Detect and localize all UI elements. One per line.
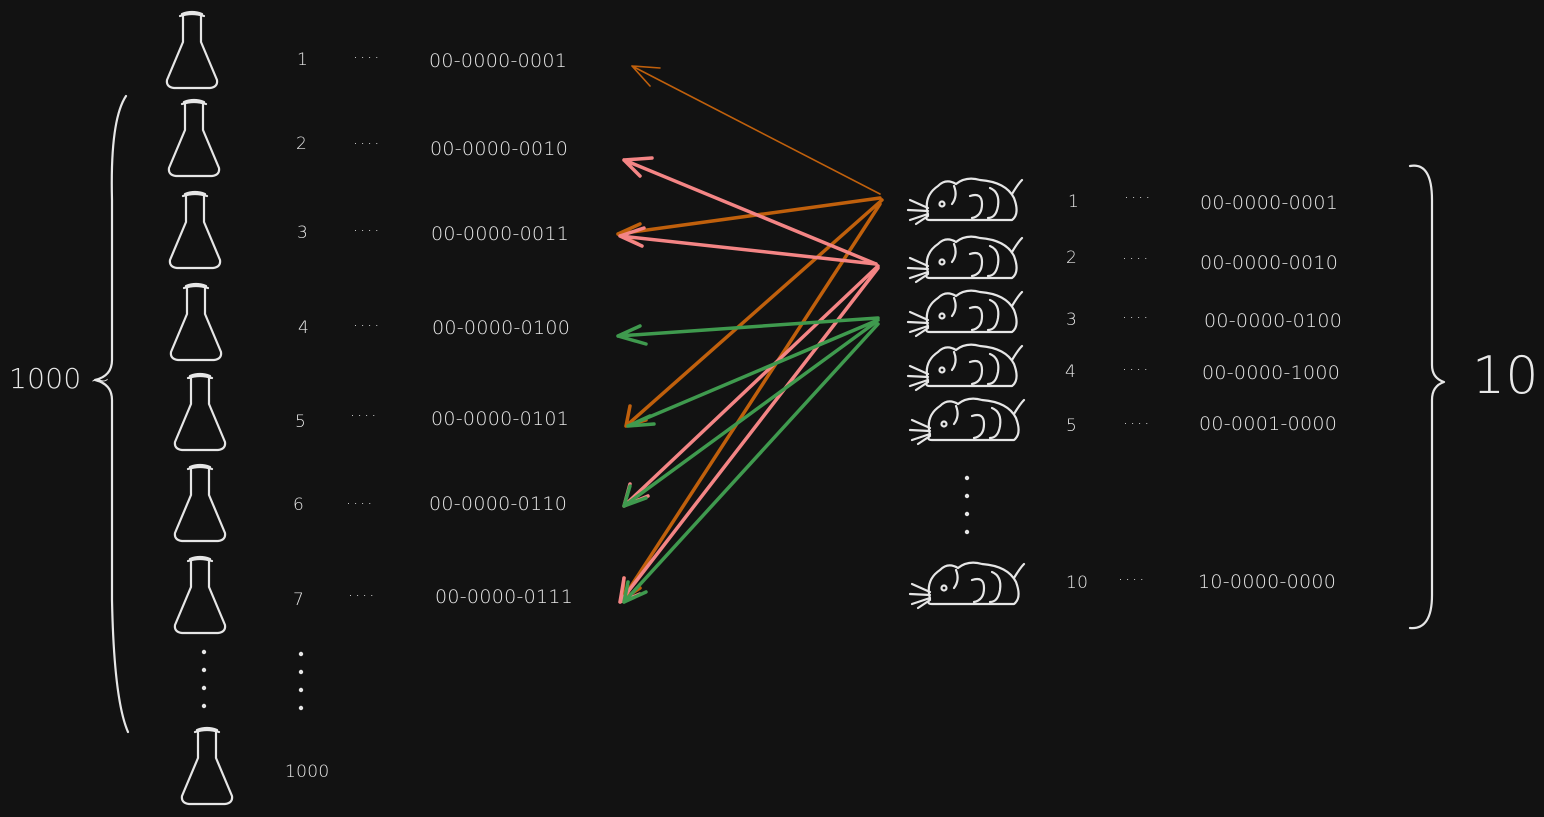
mouse-index: 5	[1066, 416, 1078, 436]
mouse-code: 00-0001-0000	[1199, 413, 1338, 435]
mouse-total-label: 10	[1472, 346, 1539, 406]
mouse-code: 00-0000-0100	[1204, 310, 1343, 332]
mouse-index: 3	[1066, 310, 1078, 330]
erlenmeyer-flask-icon	[173, 372, 227, 452]
erlenmeyer-flask-icon	[173, 463, 227, 543]
bottle-total-label: 1000	[9, 362, 82, 395]
bottle-index: 4	[298, 318, 310, 338]
erlenmeyer-flask-icon	[168, 190, 222, 270]
mouse-code: 00-0000-0010	[1200, 252, 1339, 274]
bottle-dots: ····	[353, 221, 382, 240]
mouse-icon	[906, 235, 1024, 284]
mouse-index: 1	[1068, 192, 1080, 212]
bottle-index: 6	[293, 495, 305, 515]
mouse-index: 10	[1066, 573, 1089, 593]
mouse-icon	[906, 343, 1024, 392]
bottle-code: 00-0000-0010	[430, 138, 569, 160]
index-ellipsis	[298, 651, 304, 711]
mouse-icon	[908, 397, 1026, 446]
mouse-3-arrows	[616, 316, 880, 604]
flask-ellipsis	[201, 649, 207, 709]
bottle-code: 00-0000-0110	[429, 493, 568, 515]
mouse-dots: ····	[1122, 360, 1151, 379]
mouse-dots: ····	[1118, 570, 1147, 589]
mouse-index: 4	[1065, 362, 1077, 382]
mouse-code: 00-0000-1000	[1202, 362, 1341, 384]
bottle-code: 00-0000-0001	[429, 50, 568, 72]
erlenmeyer-flask-icon	[167, 98, 221, 178]
bottle-dots: ····	[350, 406, 379, 425]
bottle-code: 00-0000-0101	[431, 408, 570, 430]
bottle-code: 00-0000-0111	[435, 586, 574, 608]
mouse-dots: ····	[1122, 308, 1151, 327]
mouse-dots: ····	[1122, 249, 1151, 268]
left-brace	[93, 94, 130, 734]
bottle-index: 1	[297, 50, 309, 70]
bottle-dots: ····	[346, 494, 375, 513]
bottle-dots: ····	[348, 586, 377, 605]
bottle-index: 3	[297, 223, 309, 243]
erlenmeyer-flask-icon	[165, 10, 219, 90]
mouse-code: 00-0000-0001	[1200, 192, 1339, 214]
bottle-dots: ····	[353, 134, 382, 153]
bottle-code: 00-0000-0011	[431, 223, 570, 245]
bottle-code: 00-0000-0100	[432, 317, 571, 339]
bottle-index: 7	[293, 590, 305, 610]
bottle-dots: ····	[353, 316, 382, 335]
mouse-icon	[906, 289, 1024, 338]
mouse-2-arrows	[618, 156, 880, 604]
bottle-index: 1000	[285, 762, 330, 782]
bottle-dots: ····	[353, 48, 382, 67]
brace-tick: ~	[90, 366, 111, 394]
mouse-dots: ····	[1124, 188, 1153, 207]
bottle-index: 5	[295, 412, 307, 432]
right-brace	[1408, 164, 1446, 630]
mouse-index: 2	[1066, 248, 1078, 268]
erlenmeyer-flask-icon	[169, 282, 223, 362]
mouse-icon	[906, 177, 1024, 226]
bottle-index: 2	[296, 134, 308, 154]
erlenmeyer-flask-icon	[173, 555, 227, 635]
erlenmeyer-flask-icon	[180, 726, 234, 806]
mouse-dots: ····	[1123, 414, 1152, 433]
mouse-icon	[908, 561, 1026, 610]
mouse-ellipsis	[964, 475, 970, 535]
mouse-code: 10-0000-0000	[1198, 571, 1337, 593]
